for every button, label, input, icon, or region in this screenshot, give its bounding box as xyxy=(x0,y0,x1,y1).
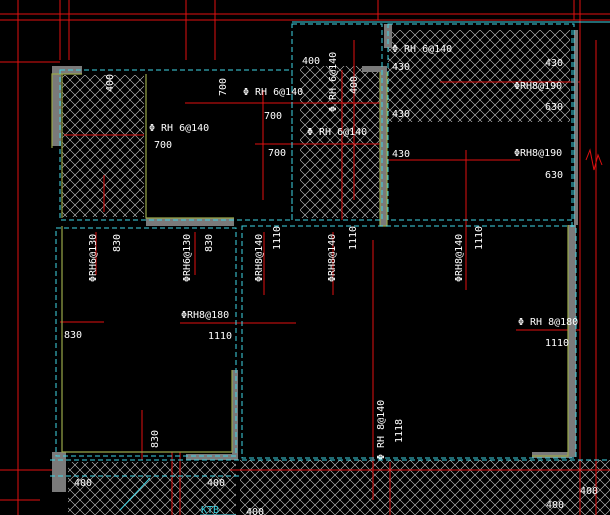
hatch-top-right xyxy=(388,30,570,122)
label-rh8-180-b: Φ RH 8@180 xyxy=(518,317,578,328)
label-rh8-190-a: ΦRH8@190 xyxy=(514,81,562,92)
edge-left-room xyxy=(51,73,82,148)
edge-center-block xyxy=(145,74,234,219)
wall-mid-horizontal xyxy=(146,218,234,226)
label-ktb: KTB xyxy=(201,505,219,515)
rebar-labels: Φ RH 6@140 Φ RH 6@140 Φ RH 6@140 Φ RH 6@… xyxy=(88,44,578,460)
hatch-mid-room xyxy=(300,66,380,218)
label-rh6-140-left: Φ RH 6@140 xyxy=(149,123,209,134)
dim-830-b: 830 xyxy=(204,234,215,252)
label-rh6-140-topright: Φ RH 6@140 xyxy=(392,44,452,55)
label-rh6-130-a: ΦRH6@130 xyxy=(88,234,99,282)
dim-630-a: 630 xyxy=(545,102,563,113)
dim-1110-d: 1110 xyxy=(208,331,232,342)
boundary-bottom-right-room xyxy=(241,225,577,459)
dim-700-a: 700 xyxy=(154,140,172,151)
wall-center-stub xyxy=(232,370,238,460)
dim-1110-a: 1110 xyxy=(272,226,283,250)
dim-400-left-vertical: 400 xyxy=(105,74,116,92)
dim-1110-c: 1110 xyxy=(474,226,485,250)
dim-700-c: 700 xyxy=(268,148,286,159)
wall-bottom-left xyxy=(52,452,66,492)
dim-400-bottom-center: 400 xyxy=(246,507,264,515)
label-rh8-140-c: ΦRH8@140 xyxy=(454,234,465,282)
dim-400-bottom-mid: 400 xyxy=(207,478,225,489)
wall-right-lower xyxy=(568,225,576,457)
wall-bottom-right xyxy=(532,452,572,458)
label-rh6-140-top: Φ RH 6@140 xyxy=(243,87,303,98)
hatch-left-room xyxy=(62,75,144,217)
label-rh8-180-a: ΦRH8@180 xyxy=(181,310,229,321)
dim-400-far-right: 400 xyxy=(580,486,598,497)
dim-430-a: 430 xyxy=(392,62,410,73)
label-rh8-190-b: ΦRH8@190 xyxy=(514,148,562,159)
dim-830-c: 830 xyxy=(64,330,82,341)
dim-830-d: 830 xyxy=(150,430,161,448)
label-rh8-140-b: ΦRH8@140 xyxy=(327,234,338,282)
dim-630-b: 630 xyxy=(545,170,563,181)
wall-top-center xyxy=(362,66,380,72)
dimension-labels: 400 400 400 400 400 400 400 400 430 430 … xyxy=(64,56,598,515)
dim-430-c: 430 xyxy=(392,149,410,160)
wall-bottom-mid xyxy=(186,454,236,460)
hatch-bottom-left xyxy=(68,462,236,515)
dim-1110-b: 1110 xyxy=(348,226,359,250)
dim-830-a: 830 xyxy=(112,234,123,252)
hatched-regions xyxy=(62,30,610,515)
wall-left-top xyxy=(52,66,61,146)
label-rh6-130-b: ΦRH6@130 xyxy=(182,234,193,282)
dim-430-b: 430 xyxy=(392,109,410,120)
diagonal-leader xyxy=(119,477,151,511)
dim-700-b: 700 xyxy=(264,111,282,122)
hatch-bottom-right xyxy=(240,460,610,515)
dim-700-vertical: 700 xyxy=(218,78,229,96)
edge-right-col xyxy=(379,72,388,227)
dim-400-bottom-left: 400 xyxy=(74,478,92,489)
boundary-top-right-room xyxy=(387,23,575,221)
dim-400-center-vertical: 400 xyxy=(349,76,360,94)
label-rh6-140-center: Φ RH 6@140 xyxy=(307,127,367,138)
edge-right xyxy=(532,225,569,457)
cyan-boundaries xyxy=(50,21,610,515)
label-rh6-140-vertical: Φ RH 6@140 xyxy=(328,52,339,112)
walls xyxy=(52,24,578,492)
dim-1118: 1118 xyxy=(394,419,405,443)
label-rh8-140-a: ΦRH8@140 xyxy=(254,234,265,282)
wall-mid-vertical xyxy=(380,66,387,226)
wall-edges xyxy=(51,72,569,457)
dim-400-top: 400 xyxy=(302,56,320,67)
dim-1110-e: 1110 xyxy=(545,338,569,349)
boundary-top-center-room xyxy=(291,23,383,221)
dim-430-d: 430 xyxy=(545,58,563,69)
boundary-bottom-left-room xyxy=(55,227,237,457)
wall-right-upper xyxy=(574,30,578,225)
break-mark xyxy=(585,148,603,171)
wall-top-left xyxy=(52,66,82,74)
dim-400-bottom-right: 400 xyxy=(546,500,564,511)
edge-bottom-left xyxy=(61,226,233,453)
label-rh8-140-d: Φ RH 8@140 xyxy=(376,400,387,460)
